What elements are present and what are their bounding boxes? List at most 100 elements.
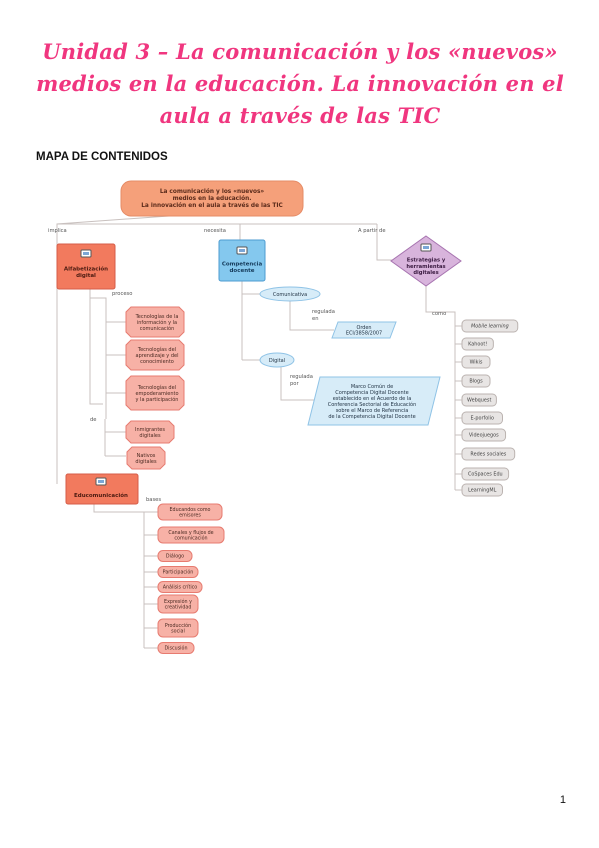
herramienta-label-7: Redes sociales — [470, 452, 506, 458]
tecnologia-label-1: aprendizaje y del — [136, 353, 179, 359]
root-node-label: La comunicación y los «nuevos» — [160, 188, 265, 195]
line-bases — [93, 500, 145, 648]
tecnologia-label-0: información y la — [137, 319, 177, 326]
link-label-como: como — [432, 311, 446, 317]
competencia-node — [218, 239, 266, 282]
base-node-6 — [157, 618, 199, 638]
nativos-label: Nativos — [137, 453, 156, 459]
link-label-regulada-por: por — [290, 381, 299, 387]
base-label-1: Canales y flujos de — [168, 530, 213, 536]
link-label-a-partir-de: A partir de — [358, 228, 386, 234]
base-node-0 — [157, 503, 223, 521]
tecnologia-label-0: Tecnologías de la — [135, 313, 179, 320]
link-label-implica: implica — [48, 228, 67, 234]
herramienta-label-8: CoSpaces Edu — [468, 472, 503, 478]
link-label-regulada-en: regulada — [312, 309, 335, 315]
root-node — [120, 180, 304, 217]
root-node-label: medios en la educación. — [173, 195, 252, 202]
estrategias-label: digitales — [413, 270, 438, 276]
estrategias-label: Estrategias y — [407, 258, 446, 264]
line-herramientas — [425, 285, 456, 490]
base-node-1 — [157, 526, 225, 544]
base-node-3 — [157, 566, 199, 578]
alfabetizacion-node — [56, 243, 116, 290]
base-node-5 — [157, 594, 199, 614]
base-label-0: Educandos como — [170, 507, 211, 513]
marco-label: Conferencia Sectorial de Educación — [328, 401, 417, 408]
digital-label: Digital — [269, 358, 285, 364]
base-label-4: Análisis crítico — [163, 584, 198, 591]
educomunicacion-icon-screen — [98, 480, 104, 483]
page-number: 1 — [559, 794, 566, 806]
tecnologia-label-0: comunicación — [140, 325, 175, 332]
tecnologia-label-1: conocimiento — [140, 359, 174, 365]
marco-label: establecido en el Acuerdo de la — [333, 396, 412, 402]
base-label-5: creatividad — [165, 605, 192, 611]
herramienta-node-3 — [461, 374, 491, 388]
tecnologia-label-2: empoderamiento — [135, 391, 178, 397]
link-label-necesita: necesita — [204, 228, 226, 234]
herramienta-label-3: Blogs — [469, 379, 483, 385]
base-node-4 — [157, 581, 203, 593]
tecnologia-node-0 — [125, 306, 185, 338]
herramienta-node-7 — [461, 447, 516, 461]
line-orden — [289, 300, 334, 331]
alfabetizacion-label: Alfabetización — [64, 266, 108, 273]
herramienta-node-5 — [461, 411, 503, 425]
estrategias-icon-screen — [423, 246, 429, 249]
line-proceso — [90, 297, 107, 419]
herramienta-node-8 — [461, 467, 510, 481]
comunicativa-label: Comunicativa — [273, 292, 307, 298]
link-label-regulada-por: regulada — [290, 374, 313, 380]
base-label-0: emisores — [179, 513, 201, 519]
estrategias-label: herramientas — [406, 264, 445, 270]
educomunicacion-label: Educomunicación — [74, 492, 128, 499]
herramienta-label-5: E-porfolio — [471, 416, 494, 422]
herramienta-label-4: Webquest — [467, 398, 491, 404]
herramienta-node-2 — [461, 355, 491, 369]
herramienta-node-9 — [461, 483, 503, 497]
digital-node — [259, 352, 295, 368]
base-label-6: Producción — [165, 622, 191, 629]
orden-label: Orden — [357, 325, 372, 331]
base-node-7 — [157, 642, 195, 654]
competencia-icon-screen — [239, 249, 245, 252]
base-label-1: comunicación — [174, 535, 207, 542]
marco-node — [307, 376, 441, 426]
base-node-2 — [157, 550, 193, 562]
nativos-label: digitales — [135, 459, 157, 465]
base-label-2: Diálogo — [166, 553, 184, 560]
herramienta-label-0: Mobile learning — [471, 324, 509, 330]
line-to-estrategias — [376, 224, 395, 261]
estrategias-node — [390, 235, 462, 287]
base-label-5: Expresión y — [164, 598, 192, 605]
orden-node — [331, 321, 397, 339]
inmigrantes-node — [125, 420, 175, 444]
link-label-bases: bases — [146, 497, 161, 503]
link-label-regulada-en: en — [312, 316, 318, 322]
base-label-3: Participación — [163, 569, 194, 576]
alfabetizacion-icon-screen — [83, 252, 89, 255]
herramienta-node-6 — [461, 428, 507, 442]
tecnologia-node-2 — [125, 375, 185, 411]
herramienta-label-2: Wikis — [470, 360, 483, 366]
orden-label: ECI/3858/2007 — [346, 331, 382, 337]
marco-label: Competencia Digital Docente — [335, 390, 408, 396]
root-node-label: La innovación en el aula a través de las… — [141, 202, 283, 209]
nativos-node — [126, 446, 166, 470]
competencia-label: docente — [230, 268, 255, 274]
herramienta-label-6: Videojuegos — [469, 433, 499, 439]
tecnologia-label-2: Tecnologías del — [137, 384, 176, 391]
comunicativa-node — [259, 286, 321, 302]
base-label-6: social — [171, 629, 185, 635]
alfabetizacion-label: digital — [76, 273, 96, 279]
herramienta-label-1: Kahoot! — [468, 342, 487, 348]
inmigrantes-label: digitales — [139, 433, 161, 439]
marco-label: de la Competencia Digital Docente — [328, 414, 415, 420]
line-alfa-down — [89, 289, 103, 405]
tecnologia-label-1: Tecnologías del — [137, 346, 176, 353]
link-label-de: de — [90, 417, 96, 423]
marco-label: Marco Común de — [351, 383, 393, 390]
inmigrantes-label: Inmigrantes — [135, 427, 165, 433]
